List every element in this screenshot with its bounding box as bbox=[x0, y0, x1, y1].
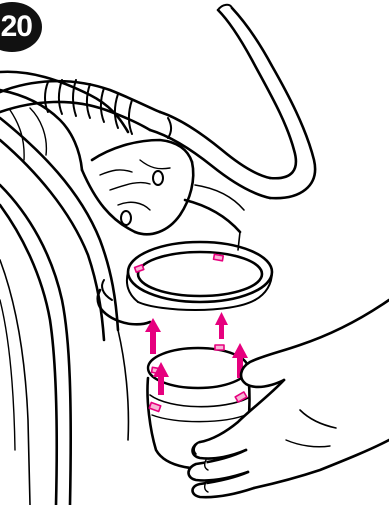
hand bbox=[189, 300, 389, 497]
stroller-frame bbox=[0, 118, 128, 505]
step-number: 20 bbox=[1, 10, 32, 44]
arrow-up-icon bbox=[215, 312, 228, 339]
cup-holder-ring bbox=[98, 242, 272, 324]
handlebar bbox=[0, 5, 315, 198]
